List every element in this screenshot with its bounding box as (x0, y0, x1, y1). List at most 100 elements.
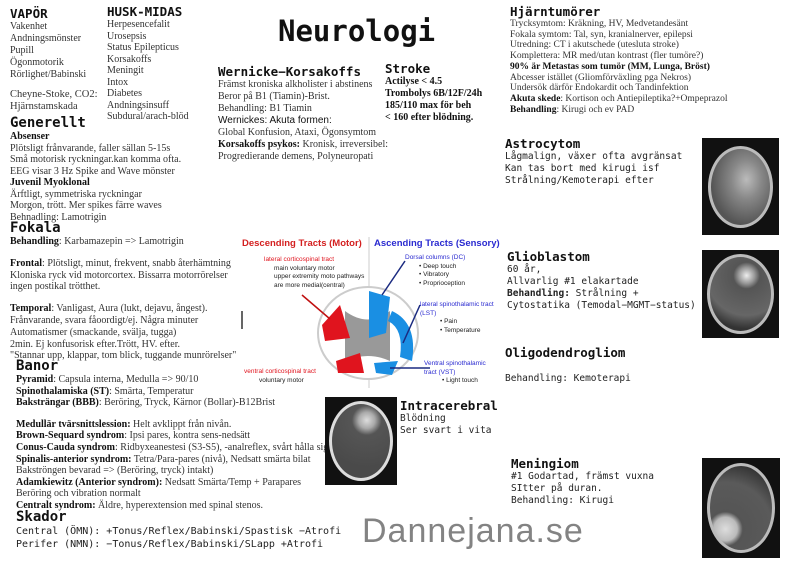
text-line: 90% är Metastas som tumör (MM, Lunga, Br… (510, 61, 710, 72)
label: Temporal (10, 303, 52, 315)
text-line: Plötsligt frånvarande, faller sällan 5-1… (10, 142, 171, 154)
text: Pain (444, 318, 458, 325)
astrocytom-heading: Astrocytom (505, 136, 581, 151)
text-line: Fokala symtom: Tal, syn, kranialnerver, … (510, 29, 693, 40)
absenser-label: Absenser (10, 131, 50, 142)
text-line: Actilyse < 4.5 (385, 76, 443, 87)
text: : Kortison och Antiepileptika?+Ompeprazo… (560, 93, 728, 104)
text: : Beröring, Tryck, Kärnor (Bollar)-B12Br… (98, 397, 275, 409)
skador-central: Central (ÖMN): +Tonus/Reflex/Babinski/Sp… (16, 526, 342, 537)
text-line: Abcesser istället (Gliomförväxling pga N… (510, 72, 691, 83)
dc-label: Dorsal columns (DC) • Deep touch • Vibra… (405, 254, 466, 287)
text: : Ipsi pares, kontra sens-nedsätt (124, 430, 251, 442)
banor-heading: Banor (16, 358, 59, 374)
glioblastom-heading: Glioblastom (507, 249, 590, 264)
text: : Plötsligt, minut, frekvent, snabb åter… (42, 257, 231, 269)
text: : Capsula interna, Medulla => 90/10 (53, 374, 199, 385)
arrow-dc (381, 260, 406, 296)
arrow-lct (301, 294, 331, 320)
husk-item: Diabetes (107, 88, 142, 99)
label: Adamkiewitz (Anterior syndrom): (16, 476, 163, 488)
label: Wernickes: Akuta formen: (218, 115, 332, 126)
text-line: Morgon, trött. Mer spikes färre waves (10, 200, 162, 211)
text-line: Beröring och vibration normalt (16, 488, 141, 500)
text-line: Behandling: B1 Tiamin (218, 103, 312, 114)
text-line: Undersök därför Endokardit och Tandinfek… (510, 83, 689, 94)
text-line: Allvarlig #1 elakartade (507, 276, 639, 287)
husk-item: Meningit (107, 65, 144, 76)
label: Dorsal columns (DC) (405, 254, 466, 261)
ascending-title: Ascending Tracts (Sensory) (374, 238, 500, 249)
vapor-item: Vakenhet (10, 21, 48, 32)
astrocytom-mri-image (702, 138, 779, 235)
text-line: Global Konfusion, Ataxi, Ögonsymtom (218, 127, 377, 138)
text: Proprioception (423, 279, 466, 287)
descending-title: Descending Tracts (Motor) (242, 238, 362, 249)
text-line: Främst kroniska alkholister i abstinens (218, 79, 373, 90)
text-line: Ärftligt, symmetriska ryckningar (10, 188, 142, 200)
husk-item: Status Epilepticus (107, 42, 179, 53)
text-line: Små motorisk ryckningar.kan komma ofta. (10, 154, 182, 165)
label: Ventral spinothalamic (424, 360, 486, 367)
cheyne-line: Hjärnstamskada (10, 101, 78, 112)
label: Behandling (510, 104, 557, 115)
cheyne-stoke: Cheyne-Stoke, CO2: Hjärnstamskada (10, 89, 98, 113)
skador-heading: Skador (16, 509, 67, 525)
label: Conus-Cauda syndrom (16, 441, 116, 453)
label: lateral spinothalamic tract (420, 301, 494, 308)
label: Medullär tvärsnittslession: (16, 418, 131, 430)
text: Strålning + (569, 288, 639, 299)
vapor-item: Andningsmönster (10, 33, 82, 44)
text-line: Beror på B1 (Tiamin)-Brist. (218, 91, 330, 102)
vct-label: ventral corticospinal tract voluntary mo… (244, 368, 316, 385)
husk-item: Subdural/arach-blöd (107, 111, 189, 122)
ventral-corticospinal-shape (336, 353, 364, 373)
text-line: Kloniska ryck vid motorcortex. Bissarra … (10, 269, 228, 281)
text: : Vanligast, Aura (lukt, dejavu, ångest)… (51, 303, 208, 315)
text: Äldre, hyperextension med spinal stenos. (95, 499, 263, 511)
watermark: Dannejana.se (362, 512, 584, 550)
skador-section: Skador Central (ÖMN): +Tonus/Reflex/Babi… (16, 509, 341, 551)
spinal-tracts-diagram: Descending Tracts (Motor) Ascending Trac… (240, 233, 502, 388)
text-line: Behandling: Kemoterapi (505, 373, 631, 384)
label: Korsakoffs psykos: (218, 139, 300, 150)
text: Light touch (446, 377, 478, 384)
hjarntumorer-heading: Hjärntumörer (510, 4, 601, 19)
text-line: Automatismer (smackande, svälja, tugga) (10, 326, 177, 338)
generellt-heading: Generellt (10, 115, 86, 131)
text-line: Progredierande demens, Polyneuropati (218, 151, 374, 162)
text: : Kirugi och ev PAD (556, 104, 635, 115)
text-line: SItter på duran. (511, 483, 603, 494)
text: voluntary motor (259, 376, 304, 384)
text: main voluntary motor (274, 264, 335, 272)
label: Baksträngar (BBB) (16, 397, 99, 409)
text: Kronisk, irreversibel: (299, 139, 389, 150)
glioblastom-section: Glioblastom 60 år, Allvarlig #1 elakarta… (507, 249, 696, 312)
intracerebral-ct-image (325, 397, 397, 485)
fokala-section: Fokala Behandling: Karbamazepin => Lamot… (10, 220, 236, 362)
vapor-section: VAPÖR Vakenhet Andningsmönster Pupill Ög… (10, 6, 86, 81)
text-line: Strålning/Kemoterapi efter (505, 175, 654, 186)
dorsal-columns-shape (369, 291, 390, 338)
text-line: Frånvarande, svara fåoordigt/ej. Några m… (10, 314, 199, 326)
label: ventral corticospinal tract (244, 368, 316, 375)
text: are more medial(central) (274, 281, 345, 289)
generellt-section: Generellt Absenser Plötsligt frånvarande… (10, 115, 181, 223)
text: upper extremity moto pathways (274, 273, 365, 280)
text-line: Trycksymtom: Kräkning, HV, Medvetandesän… (510, 19, 689, 29)
text-line: Ser svart i vita (400, 425, 492, 436)
juvenil-label: Juvenil Myoklonal (10, 177, 90, 188)
text-line: Kan tas bort med kirugi isf (505, 163, 660, 174)
label: lateral corticospinal tract (264, 256, 335, 263)
stroke-section: Stroke Actilyse < 4.5 Trombolys 6B/12F/2… (385, 61, 482, 124)
text-line: < 160 efter blödning. (385, 112, 474, 123)
intracerebral-heading: Intracerebral (400, 398, 498, 413)
vapor-heading: VAPÖR (10, 6, 48, 21)
label: Frontal (10, 257, 43, 269)
text: Nedsatt Smärta/Temp + Parapares (162, 476, 302, 488)
arrow-lst (402, 304, 421, 344)
wernicke-heading: Wernicke−Korsakoffs (218, 64, 361, 79)
text-line: Behnadling: Lamotrigin (10, 211, 107, 223)
text-line: Blödning (400, 413, 446, 424)
ventral-spinothalamic-shape (374, 361, 398, 375)
